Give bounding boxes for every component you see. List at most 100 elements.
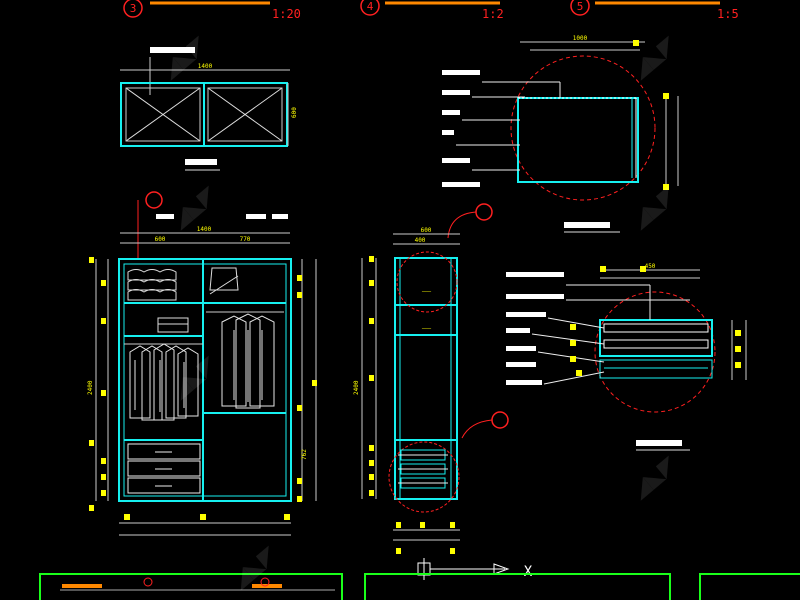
- callout-5-number: 5: [577, 0, 584, 13]
- svg-text:◢◣◤: ◢◣◤: [623, 447, 683, 505]
- front-right-width-dim: 770: [240, 236, 251, 243]
- detail5-label-6: [506, 362, 536, 367]
- detail5-base-panel: [599, 359, 713, 379]
- top-plan-depth-dim: 600: [291, 107, 298, 118]
- detail-4-view: 1000: [442, 35, 679, 233]
- side-callout-circle-top: [475, 203, 493, 221]
- detail4-label-1: [442, 70, 480, 75]
- ucs-crosshair: X: [417, 558, 533, 580]
- detail5-leader-4: [531, 333, 605, 345]
- side-callout-leader-bottom: [461, 419, 493, 439]
- callout-4-title: 4 1:2: [360, 0, 504, 21]
- detail5-label-1: [506, 272, 564, 277]
- detail5-width-dim: 450: [645, 263, 656, 270]
- callout-3-circle: [123, 0, 143, 18]
- svg-text:◢◣◤: ◢◣◤: [623, 27, 683, 85]
- front-bottom-dim-ticks: [124, 514, 290, 520]
- front-storage-box: [157, 317, 189, 333]
- front-label-block-3: [272, 214, 288, 219]
- top-plan-cross-b2: [207, 87, 283, 142]
- detail4-label-2: [442, 90, 470, 95]
- ucs-x-arrow: [493, 563, 510, 575]
- front-cabinet-inner: [123, 263, 287, 497]
- side-sub-depth-dim: 400: [415, 237, 426, 244]
- callout-3-title: 3 1:20: [123, 0, 301, 21]
- callout-3-scale: 1:20: [272, 7, 301, 21]
- side-bottom-dim-ticks: [396, 522, 455, 554]
- side-label-top-shelf: ───: [421, 289, 432, 295]
- detail4-label-4: [442, 130, 454, 135]
- front-overall-width-dim: 1400: [197, 226, 212, 233]
- front-overall-height-dim: 2400: [87, 380, 94, 395]
- detail4-right-tick-top: [663, 93, 669, 99]
- detail4-panel-outline: [517, 97, 639, 183]
- front-callout-circle: [145, 191, 163, 209]
- sheet-frame-right: [699, 573, 800, 600]
- front-elevation: 1400 600 770: [87, 191, 317, 536]
- front-upper-bag-strap: [209, 275, 239, 295]
- top-plan-cross-a2: [125, 87, 201, 142]
- detail5-label-3: [506, 312, 546, 317]
- side-left-dim-ticks: [369, 256, 374, 496]
- detail5-label-5: [506, 346, 536, 351]
- side-label-mid-shelf: ───: [421, 326, 432, 332]
- front-folded-linens: [127, 269, 177, 301]
- ucs-x-label: X: [524, 564, 533, 580]
- side-detail-circle-top: [396, 251, 458, 313]
- top-plan-caption-block: [185, 159, 217, 165]
- detail4-label-6: [442, 182, 480, 187]
- front-drawer-height-dim: 762: [301, 449, 308, 460]
- side-overall-height-dim: 2400: [353, 380, 360, 395]
- callout-4-number: 4: [367, 0, 374, 13]
- detail-5-view: 450: [506, 263, 747, 451]
- top-plan-panel-left: [125, 87, 201, 142]
- side-callout-circle-bottom: [491, 411, 509, 429]
- front-left-width-dim: 600: [155, 236, 166, 243]
- top-plan-panel-right: [207, 87, 283, 142]
- front-label-block-1: [156, 214, 174, 219]
- detail5-caption-block: [636, 440, 682, 446]
- detail5-leader-6: [543, 371, 605, 385]
- callout-5-title: 5 1:5: [570, 0, 739, 21]
- detail4-width-dim: 1000: [573, 35, 588, 42]
- detail5-left-dim-ticks: [570, 266, 646, 376]
- front-cabinet-frame: [118, 258, 292, 502]
- detail5-leader-3: [547, 317, 605, 329]
- callout-5-scale: 1:5: [717, 7, 739, 21]
- front-drawer-3: [127, 477, 201, 494]
- detail4-label-5: [442, 158, 470, 163]
- detail4-dim-tick: [633, 40, 639, 46]
- watermark-pattern: ◢◣◤ ◢◣◤ ◢◣◤ ◢◣◤ ◢◣◤ ◢◣◤ ◢◣◤: [153, 27, 683, 595]
- callout-3-number: 3: [130, 2, 137, 15]
- front-right-dim-ticks: [297, 275, 317, 502]
- front-drawer-1: [127, 443, 201, 460]
- side-detail-circle-bottom: [388, 441, 460, 513]
- detail5-right-dim-ticks: [735, 330, 741, 368]
- callout-4-circle: [360, 0, 380, 16]
- callout-4-scale: 1:2: [482, 7, 504, 21]
- front-left-hanging-clothes: [129, 343, 199, 421]
- front-upper-bag: [209, 267, 239, 291]
- front-right-hanging-jackets: [221, 313, 275, 409]
- svg-text:◢◣◤: ◢◣◤: [623, 177, 683, 235]
- detail4-label-3: [442, 110, 460, 115]
- top-plan-view: 1400 600: [120, 47, 298, 171]
- callout-5-circle: [570, 0, 590, 16]
- detail5-drawer-top-rail: [603, 323, 709, 333]
- front-left-dim-ticks: [89, 257, 106, 511]
- top-plan-width-dim: 1400: [198, 63, 213, 70]
- sheet-left-callout-b: [260, 577, 270, 587]
- svg-text:◢◣◤: ◢◣◤: [153, 27, 213, 85]
- detail5-label-4: [506, 328, 530, 333]
- side-cabinet-frame: [394, 257, 458, 500]
- top-plan-label-block: [150, 47, 195, 53]
- detail5-detail-circle: [594, 291, 716, 413]
- sheet-left-mark-1: [62, 584, 102, 588]
- bottom-sheet-frames: [39, 573, 800, 600]
- detail4-right-tick-bottom: [663, 184, 669, 190]
- side-depth-dim: 600: [421, 227, 432, 234]
- sheet-frame-middle: [364, 573, 671, 600]
- front-label-block-2: [246, 214, 266, 219]
- detail5-label-7: [506, 380, 542, 385]
